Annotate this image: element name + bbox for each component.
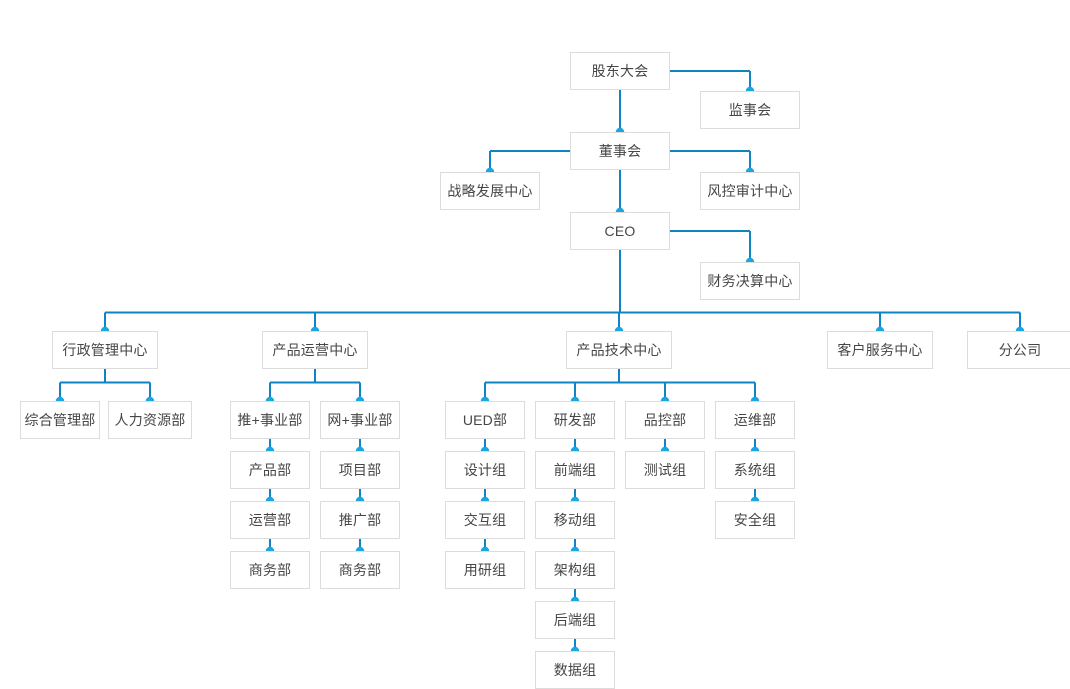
org-node-shareholders[interactable]: 股东大会 bbox=[570, 52, 670, 90]
org-node-board[interactable]: 董事会 bbox=[570, 132, 670, 170]
org-node-operation-dept[interactable]: 运营部 bbox=[230, 501, 310, 539]
org-node-security-group[interactable]: 安全组 bbox=[715, 501, 795, 539]
org-node-data-group[interactable]: 数据组 bbox=[535, 651, 615, 689]
org-node-interaction-grp[interactable]: 交互组 bbox=[445, 501, 525, 539]
org-node-finance-center[interactable]: 财务决算中心 bbox=[700, 262, 800, 300]
org-node-design-group[interactable]: 设计组 bbox=[445, 451, 525, 489]
org-node-qa-dept[interactable]: 品控部 bbox=[625, 401, 705, 439]
org-node-product-ops[interactable]: 产品运营中心 bbox=[262, 331, 368, 369]
org-node-wang-bu[interactable]: 网+事业部 bbox=[320, 401, 400, 439]
org-node-ceo[interactable]: CEO bbox=[570, 212, 670, 250]
org-node-mobile-group[interactable]: 移动组 bbox=[535, 501, 615, 539]
org-node-user-research[interactable]: 用研组 bbox=[445, 551, 525, 589]
org-node-rd-dept[interactable]: 研发部 bbox=[535, 401, 615, 439]
org-node-product-dept[interactable]: 产品部 bbox=[230, 451, 310, 489]
org-node-admin-center[interactable]: 行政管理中心 bbox=[52, 331, 158, 369]
org-node-strategy-center[interactable]: 战略发展中心 bbox=[440, 172, 540, 210]
org-node-hr-dept[interactable]: 人力资源部 bbox=[108, 401, 192, 439]
org-node-business-dept-1[interactable]: 商务部 bbox=[230, 551, 310, 589]
org-node-business-dept-2[interactable]: 商务部 bbox=[320, 551, 400, 589]
org-node-test-group[interactable]: 测试组 bbox=[625, 451, 705, 489]
org-node-customer-service[interactable]: 客户服务中心 bbox=[827, 331, 933, 369]
org-node-architect-group[interactable]: 架构组 bbox=[535, 551, 615, 589]
org-node-ops-dept[interactable]: 运维部 bbox=[715, 401, 795, 439]
org-node-tui-bu[interactable]: 推+事业部 bbox=[230, 401, 310, 439]
org-node-branch-company[interactable]: 分公司 bbox=[967, 331, 1070, 369]
org-node-frontend-group[interactable]: 前端组 bbox=[535, 451, 615, 489]
org-node-supervisors[interactable]: 监事会 bbox=[700, 91, 800, 129]
org-node-product-tech[interactable]: 产品技术中心 bbox=[566, 331, 672, 369]
org-node-general-admin[interactable]: 综合管理部 bbox=[20, 401, 100, 439]
org-node-project-dept[interactable]: 项目部 bbox=[320, 451, 400, 489]
org-node-backend-group[interactable]: 后端组 bbox=[535, 601, 615, 639]
org-node-ued-dept[interactable]: UED部 bbox=[445, 401, 525, 439]
org-node-system-group[interactable]: 系统组 bbox=[715, 451, 795, 489]
org-node-promotion-dept[interactable]: 推广部 bbox=[320, 501, 400, 539]
org-node-risk-audit[interactable]: 风控审计中心 bbox=[700, 172, 800, 210]
